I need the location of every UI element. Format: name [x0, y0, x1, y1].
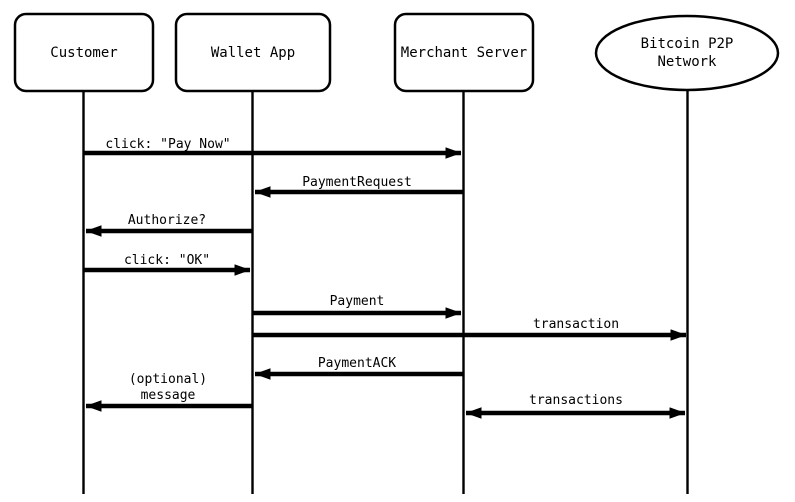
message-click-pay-now: click: "Pay Now"	[84, 137, 462, 159]
message-click-ok: click: "OK"	[84, 253, 251, 276]
message-optional-message-label-line1: (optional)	[129, 372, 207, 387]
message-payment-request-label: PaymentRequest	[302, 175, 412, 190]
message-click-ok-label: click: "OK"	[124, 253, 210, 268]
actor-customer-box	[13, 12, 155, 93]
message-transactions-label: transactions	[529, 393, 623, 408]
actor-merchant-server-box	[393, 12, 535, 93]
message-payment-ack: PaymentACK	[254, 356, 463, 380]
actor-customer: Customer	[13, 12, 155, 93]
actor-bitcoin-p2p-network-label-line1: Bitcoin P2P	[641, 36, 734, 52]
message-transactions: transactions	[465, 393, 686, 419]
message-optional-message-label-line2: message	[141, 388, 196, 403]
message-transaction-label: transaction	[533, 317, 619, 332]
message-payment: Payment	[253, 294, 462, 319]
actor-wallet-app: Wallet App	[174, 12, 332, 93]
actor-bitcoin-p2p-network: Bitcoin P2P Network	[594, 14, 780, 92]
message-authorize-label: Authorize?	[128, 213, 206, 228]
actor-merchant-server-label: Merchant Server	[401, 45, 527, 61]
actor-bitcoin-p2p-network-label-line2: Network	[657, 54, 717, 70]
actor-wallet-app-box	[174, 12, 332, 93]
message-optional-message: (optional) message	[85, 372, 252, 412]
message-click-pay-now-label: click: "Pay Now"	[105, 137, 230, 152]
actor-bitcoin-p2p-network-ellipse	[594, 14, 780, 92]
message-payment-ack-label: PaymentACK	[318, 356, 396, 371]
actor-customer-label: Customer	[50, 45, 117, 61]
message-payment-request: PaymentRequest	[254, 175, 463, 198]
actor-merchant-server: Merchant Server	[393, 12, 535, 93]
message-authorize: Authorize?	[85, 213, 252, 237]
actor-wallet-app-label: Wallet App	[211, 45, 295, 61]
message-payment-label: Payment	[330, 294, 385, 309]
message-transaction: transaction	[253, 317, 687, 341]
